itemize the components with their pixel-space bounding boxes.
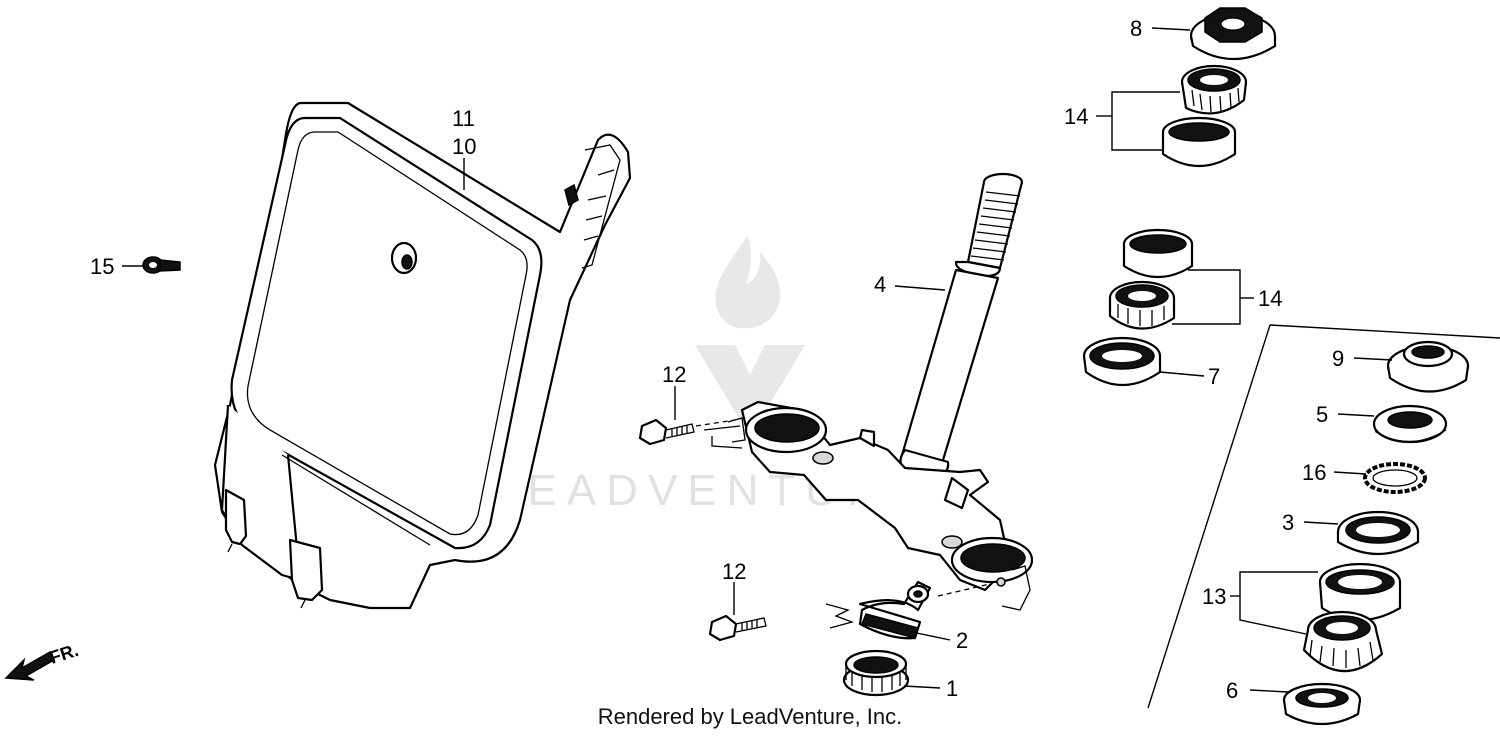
callout-labels: 11 10 15 4 12 12 2 1 8 14 14 7 9 5 16 3 …: [90, 16, 1344, 703]
lock-nut: [1386, 340, 1470, 393]
render-credit: Rendered by LeadVenture, Inc.: [597, 704, 903, 729]
upper-dust-seal: [1082, 336, 1162, 387]
steering-stem: [703, 172, 1034, 611]
callout-12-upper: 12: [662, 362, 686, 387]
front-arrow-icon: [4, 650, 55, 681]
front-number-plate: [213, 101, 632, 610]
callout-5: 5: [1316, 402, 1328, 427]
bolt-upper: [638, 418, 736, 446]
callout-12-lower: 12: [722, 559, 746, 584]
front-direction-indicator: FR.: [4, 640, 81, 681]
callout-7: 7: [1208, 364, 1220, 389]
callout-16: 16: [1302, 460, 1326, 485]
callout-13: 13: [1202, 584, 1226, 609]
middle-bearing-set: [1108, 228, 1194, 330]
callout-9: 9: [1332, 346, 1344, 371]
callout-6: 6: [1226, 678, 1238, 703]
ball-race: [1336, 510, 1420, 556]
direction-label: FR.: [47, 640, 81, 668]
callout-2: 2: [956, 628, 968, 653]
plate-nut: [142, 256, 181, 274]
lock-washer: [1372, 404, 1448, 444]
lower-seal: [1282, 682, 1362, 725]
callout-10: 10: [452, 134, 476, 159]
cable-clamp: [825, 580, 991, 640]
leader-lines: [122, 27, 1393, 693]
lower-dust-seal: [842, 649, 910, 697]
upper-bearing-set: [1161, 64, 1248, 168]
bolt-lower: [708, 614, 767, 642]
steel-ball-ring: [1363, 462, 1427, 494]
callout-1: 1: [946, 676, 958, 701]
flame-v-logo-icon: [695, 235, 805, 420]
lower-bearing-set: [1302, 562, 1402, 673]
callout-3: 3: [1282, 510, 1294, 535]
callout-11: 11: [452, 106, 475, 131]
callout-4: 4: [874, 272, 886, 297]
callout-14-middle: 14: [1258, 286, 1282, 311]
callout-15: 15: [90, 254, 114, 279]
callout-8: 8: [1130, 16, 1142, 41]
callout-14-upper: 14: [1064, 104, 1088, 129]
steering-stem-nut: [1189, 7, 1277, 61]
